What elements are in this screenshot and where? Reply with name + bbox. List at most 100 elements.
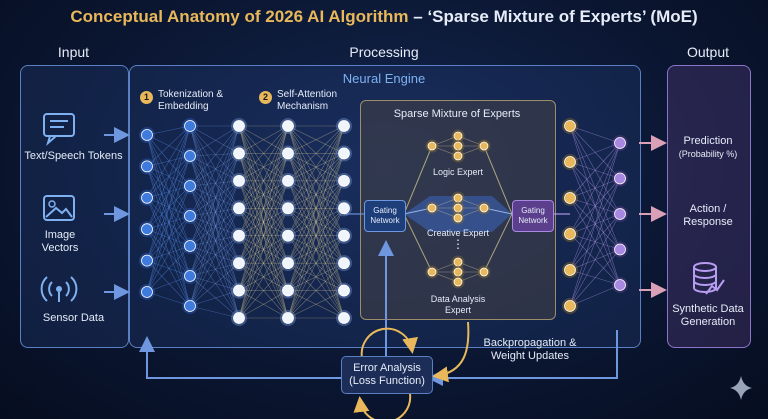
- connection: [238, 262, 289, 319]
- attention-layer-node: [282, 120, 294, 132]
- expert-logic-node: [453, 141, 463, 151]
- hidden-layer-1-node: [233, 312, 245, 324]
- hidden-layer-1-node: [233, 284, 245, 297]
- embedding-layer-node: [184, 150, 196, 162]
- expert-data-analysis-node: [453, 277, 463, 287]
- connection: [146, 197, 191, 217]
- hidden-layer-1-node: [233, 174, 245, 187]
- attention-layer-node: [282, 257, 294, 270]
- connection: [403, 145, 433, 215]
- connection: [146, 215, 191, 293]
- connection: [146, 134, 191, 217]
- gating-network-in: Gating Network: [364, 200, 406, 232]
- input-label-text: Text/Speech Tokens: [24, 150, 123, 162]
- expert-label-data-analysis: Data Analysis Expert: [430, 294, 486, 315]
- connection: [189, 153, 240, 217]
- arrow-backprop: [432, 321, 470, 383]
- connection: [238, 153, 289, 236]
- connection: [146, 215, 191, 230]
- connection: [146, 245, 191, 261]
- connection: [238, 153, 289, 291]
- connection: [146, 185, 191, 199]
- connection: [287, 125, 345, 264]
- connection: [287, 235, 345, 319]
- connection: [146, 275, 191, 293]
- expert-creative-node: [479, 203, 489, 213]
- connection: [287, 208, 345, 291]
- connection: [189, 153, 240, 187]
- connection: [287, 208, 345, 264]
- moe-title: Sparse Mixture of Experts: [393, 108, 521, 120]
- hidden-layer-1-node: [233, 120, 245, 132]
- image-icon: [43, 195, 75, 221]
- connection: [287, 208, 345, 236]
- connection: [146, 125, 191, 230]
- connection: [287, 125, 345, 319]
- connection: [238, 235, 289, 264]
- gating-network-out: Gating Network: [512, 200, 554, 232]
- connection: [287, 153, 345, 264]
- connection: [287, 180, 345, 209]
- connection: [287, 235, 345, 291]
- connection: [287, 153, 345, 209]
- input-label-sensor: Sensor Data: [42, 312, 105, 324]
- connection: [483, 145, 513, 215]
- connection: [569, 142, 621, 271]
- connection: [238, 235, 289, 291]
- connection: [287, 153, 345, 182]
- connection: [189, 245, 240, 319]
- output-label-action: Action / Response: [683, 203, 733, 228]
- connection: [189, 215, 240, 264]
- connection: [569, 142, 621, 199]
- step-badge-2: 2: [259, 91, 272, 104]
- hidden-layer-2-node: [338, 284, 350, 297]
- connection: [287, 235, 345, 319]
- connection: [189, 185, 240, 291]
- input-layer-node: [141, 223, 153, 236]
- connection: [238, 262, 289, 291]
- connection: [189, 153, 240, 277]
- connection: [431, 135, 459, 147]
- moe-output-layer-node: [564, 156, 576, 168]
- connection: [189, 245, 240, 291]
- connection: [287, 208, 345, 291]
- connection: [238, 153, 289, 209]
- connection: [457, 271, 485, 283]
- hidden-layer-2-node: [338, 202, 350, 215]
- connection: [238, 180, 289, 264]
- moe-output-layer-node: [564, 192, 576, 204]
- connection: [238, 153, 289, 182]
- output-layer-node: [614, 208, 626, 220]
- section-title-input: Input: [57, 44, 90, 60]
- connection: [146, 228, 191, 247]
- connection: [146, 134, 191, 247]
- connection: [189, 125, 240, 319]
- connection: [189, 185, 240, 209]
- output-layer-node: [614, 279, 626, 291]
- connection: [287, 208, 345, 319]
- connection: [569, 125, 621, 144]
- connection: [287, 153, 345, 319]
- hidden-layer-1-node: [233, 202, 245, 215]
- hidden-layer-2-node: [338, 257, 350, 270]
- hidden-layer-1-node: [233, 229, 245, 242]
- connection: [238, 125, 289, 291]
- connection: [146, 125, 191, 167]
- connection: [431, 197, 459, 209]
- hidden-layer-2-node: [338, 120, 350, 132]
- connection: [189, 275, 240, 291]
- expert-data-analysis-node: [479, 267, 489, 277]
- connection: [146, 229, 191, 307]
- step-label-tokenization: Tokenization & Embedding: [158, 89, 224, 112]
- expert-data-analysis-node: [453, 267, 463, 277]
- connection: [238, 125, 289, 319]
- connection: [238, 153, 289, 264]
- attention-layer-node: [282, 312, 294, 324]
- connection: [238, 262, 289, 319]
- section-title-processing: Processing: [349, 44, 419, 60]
- connection: [287, 208, 345, 319]
- connection: [287, 262, 345, 291]
- connection: [287, 125, 345, 154]
- connection: [287, 153, 345, 209]
- connection: [146, 125, 191, 293]
